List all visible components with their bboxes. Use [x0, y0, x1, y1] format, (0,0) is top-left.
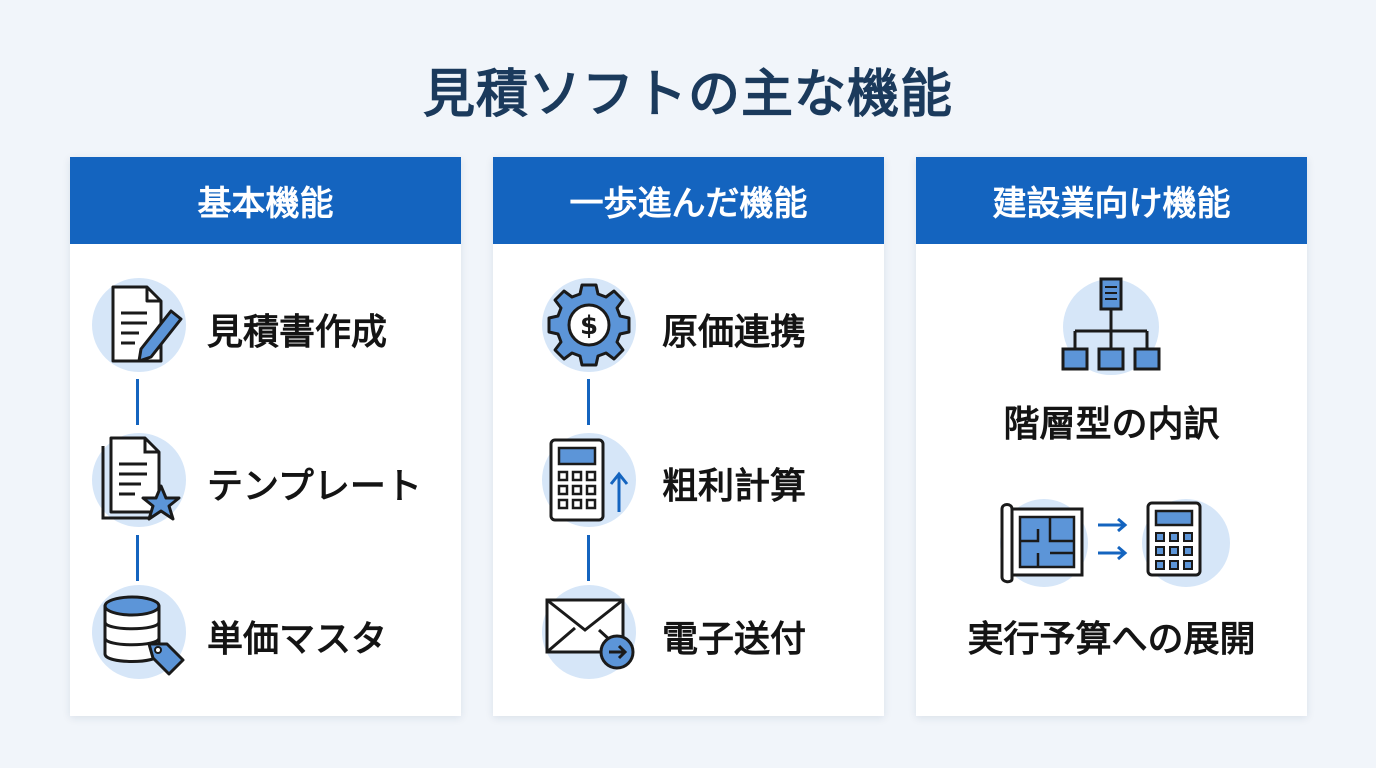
card-header: 一歩進んだ機能 [493, 157, 884, 244]
document-star-icon [91, 432, 187, 528]
feature-label: 粗利計算 [662, 466, 807, 507]
card-advanced-features: 一歩進んだ機能 $ 原価連携 [493, 157, 884, 716]
feature-label: テンプレート [207, 466, 422, 507]
blueprint-to-calculator-icon [998, 497, 1234, 587]
connector-line [136, 535, 139, 581]
feature-label: 原価連携 [662, 312, 807, 353]
card-header: 基本機能 [70, 157, 461, 244]
calculator-up-arrow-icon [541, 432, 637, 528]
card-basic-features: 基本機能 見積書作成 [70, 157, 461, 716]
feature-label: 電子送付 [662, 619, 807, 660]
feature-label: 階層型の内訳 [1003, 404, 1220, 445]
connector-line [136, 379, 139, 425]
hierarchy-icon [1059, 277, 1163, 377]
database-tag-icon [91, 584, 187, 680]
svg-text:$: $ [580, 311, 598, 341]
connector-line [587, 379, 590, 425]
feature-label: 単価マスタ [207, 619, 388, 660]
gear-dollar-icon: $ [541, 277, 637, 373]
document-pencil-icon [91, 277, 187, 373]
page-title: 見積ソフトの主な機能 [422, 65, 953, 125]
feature-label: 実行予算への展開 [967, 619, 1256, 660]
feature-label: 見積書作成 [207, 312, 388, 353]
card-construction-features: 建設業向け機能 階層型の内訳 [916, 157, 1307, 716]
envelope-arrow-icon [541, 584, 637, 680]
connector-line [587, 535, 590, 581]
card-header: 建設業向け機能 [916, 157, 1307, 244]
